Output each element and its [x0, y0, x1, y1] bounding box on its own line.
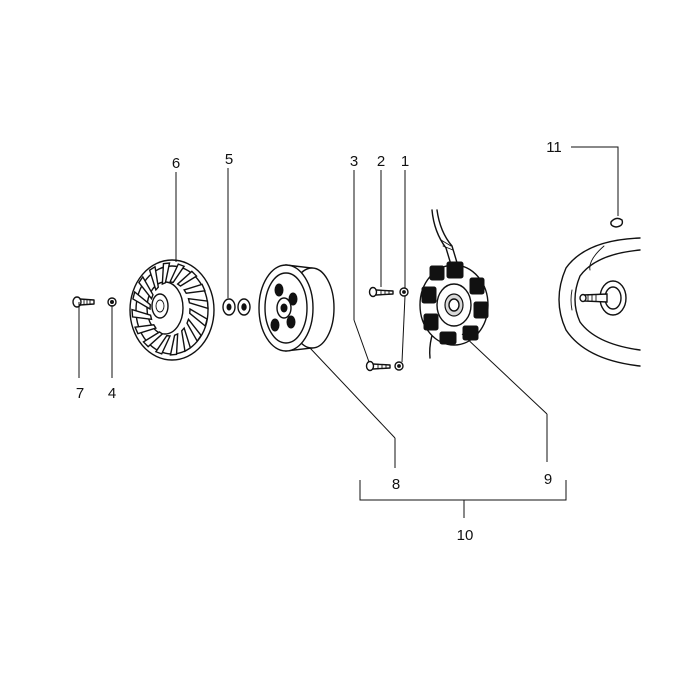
part-1-washer: [399, 287, 409, 297]
callout-8: 8: [392, 476, 400, 493]
fan-blade: [134, 324, 157, 335]
crankcase-housing: [558, 237, 641, 367]
callout-3: 3: [350, 153, 358, 170]
part-1-lower-washer: [394, 361, 404, 371]
fan-blade: [183, 283, 206, 294]
fan-blade: [131, 308, 153, 321]
callout-5: 5: [225, 151, 233, 168]
callout-11: 11: [546, 139, 562, 156]
fan-blade: [142, 331, 164, 348]
callout-1: 1: [401, 153, 409, 170]
callout-4: 4: [108, 385, 116, 402]
part-3-screw: [365, 360, 391, 372]
fan-blade: [176, 270, 198, 287]
callout-2: 2: [377, 153, 385, 170]
fan-blade: [148, 265, 160, 292]
part-9-stator: [419, 209, 489, 359]
fan-blade: [132, 290, 151, 311]
fan-blade: [138, 275, 154, 301]
part-2-screw: [368, 286, 394, 298]
leader-lines: [78, 146, 619, 518]
part-6-cooling-fan: [129, 259, 215, 361]
callout-6: 6: [172, 155, 180, 172]
callout-7: 7: [76, 385, 84, 402]
part-4-washer: [107, 297, 117, 307]
fan-blade: [161, 262, 171, 286]
part-8-flywheel-rotor: [258, 264, 335, 352]
fan-blade: [186, 317, 202, 343]
part-11-key: [610, 217, 624, 228]
part-5-nut-and-washer: [222, 298, 251, 316]
fan-blade: [168, 263, 186, 284]
fan-blade: [187, 297, 209, 310]
part-7-screw: [72, 296, 95, 308]
callout-10: 10: [457, 527, 474, 544]
fan-blade: [154, 334, 172, 355]
fan-blade: [180, 326, 192, 353]
fan-blade: [189, 307, 208, 328]
callout-9: 9: [544, 471, 552, 488]
fan-blade: [169, 332, 179, 356]
callout-numbers: 1 2 3 4 5 6 7 8 9 10 11: [76, 139, 562, 544]
